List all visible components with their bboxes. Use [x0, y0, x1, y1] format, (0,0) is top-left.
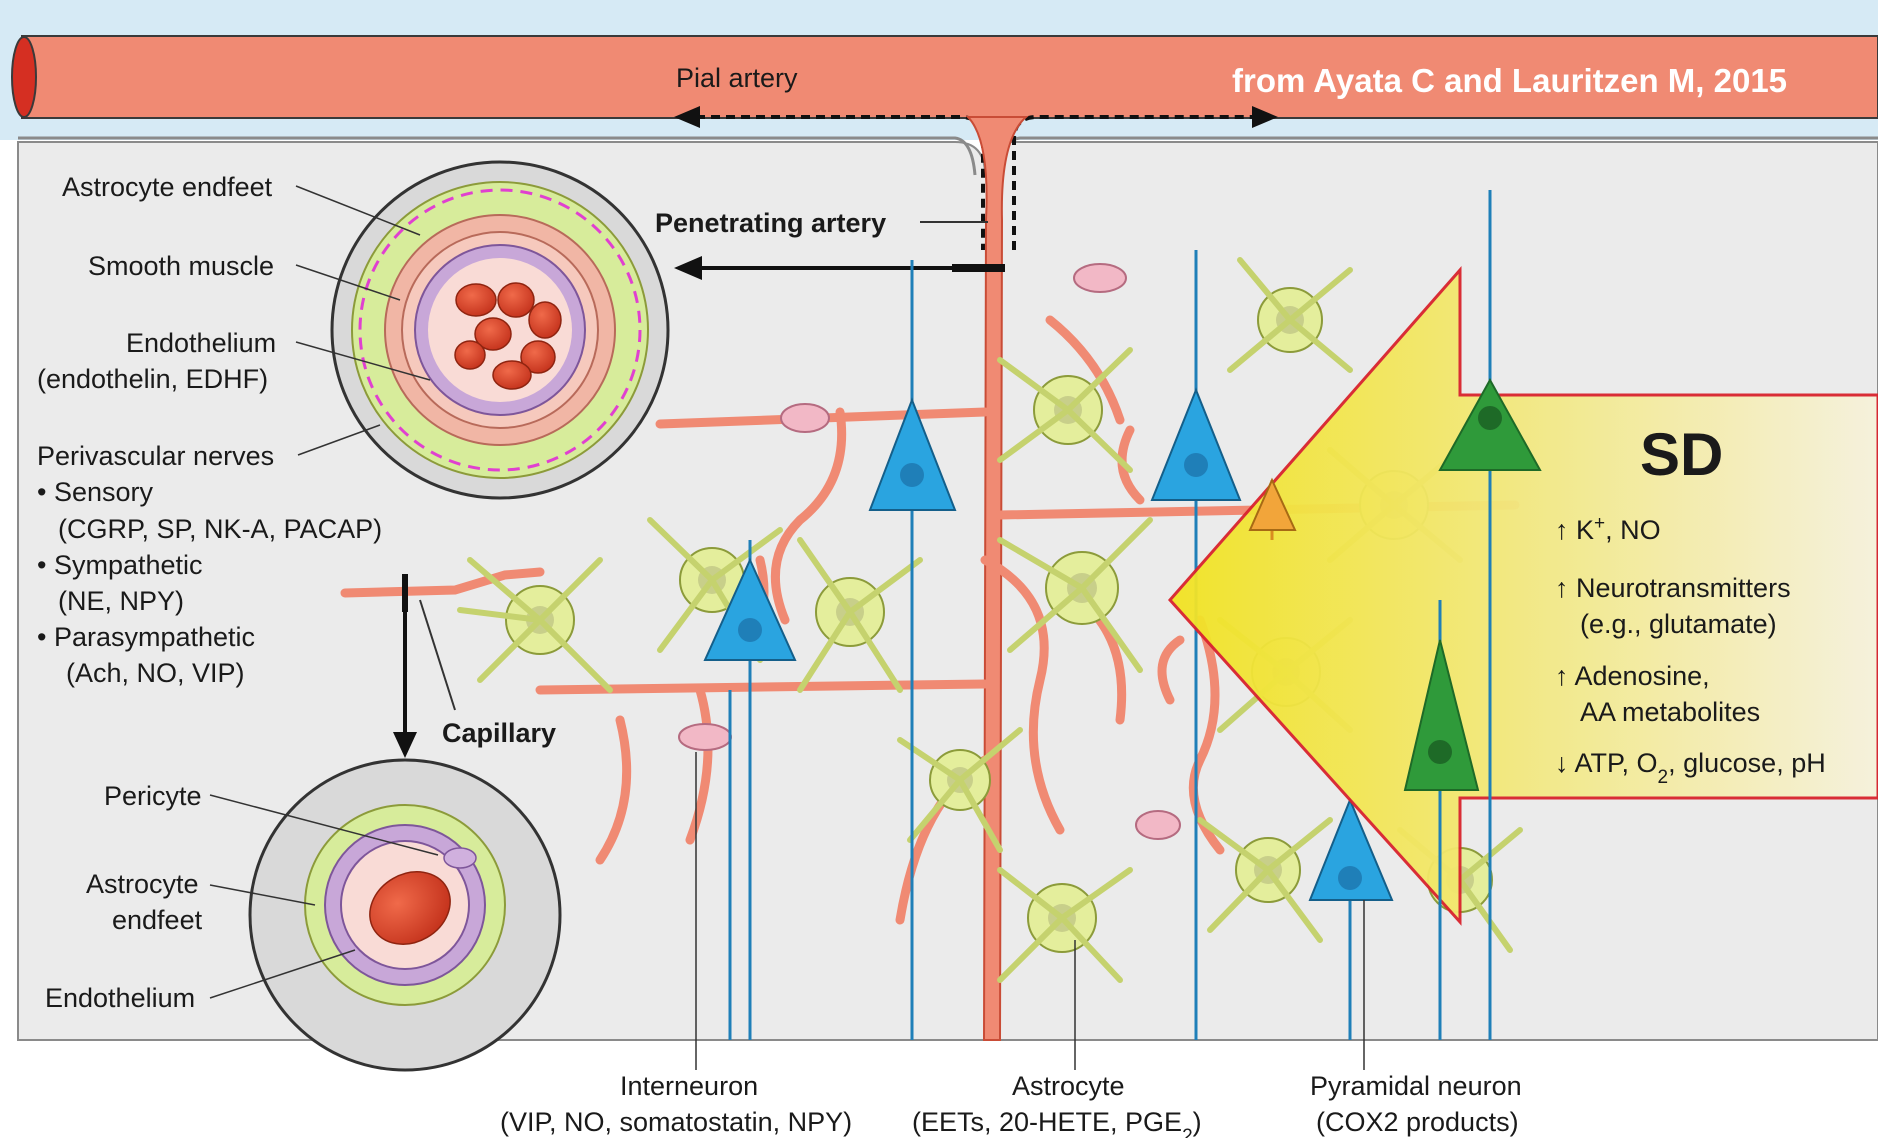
artery-inset: [332, 162, 668, 498]
credit-text: from Ayata C and Lauritzen M, 2015: [1232, 62, 1787, 99]
smooth-muscle-label: Smooth muscle: [88, 251, 274, 281]
sympathetic-sub-label: (NE, NPY): [58, 586, 184, 616]
sd-adenosine: ↑ Adenosine,: [1555, 661, 1710, 691]
endothelium-sub-label: (endothelin, EDHF): [37, 364, 268, 394]
astrocyte-sub-label: (EETs, 20-HETE, PGE2): [912, 1107, 1202, 1138]
sd-k-line: ↑ K+, NO: [1555, 513, 1661, 546]
endothelium-label: Endothelium: [126, 328, 276, 358]
interneuron-sub-label: (VIP, NO, somatostatin, NPY): [500, 1107, 852, 1137]
pericyte-cell: [1136, 811, 1180, 839]
interneuron-label: Interneuron: [620, 1071, 758, 1101]
pericyte-label: Pericyte: [104, 781, 202, 811]
perivascular-nerves-label: Perivascular nerves: [37, 441, 274, 471]
astrocyte-label: Astrocyte: [1012, 1071, 1125, 1101]
sd-neurotransmitters-sub: (e.g., glutamate): [1580, 609, 1777, 639]
sympathetic-label: • Sympathetic: [37, 550, 203, 580]
sensory-sub-label: (CGRP, SP, NK-A, PACAP): [58, 514, 382, 544]
pericyte-cell: [781, 404, 829, 432]
sd-title: SD: [1640, 421, 1723, 488]
pericyte-cell: [1074, 264, 1126, 292]
pial-artery-label: Pial artery: [676, 63, 798, 93]
pericyte-cell: [679, 724, 731, 750]
capillary-endothelium-label: Endothelium: [45, 983, 195, 1013]
pyramidal-sub-label: (COX2 products): [1316, 1107, 1519, 1137]
capillary-endfeet-label: endfeet: [112, 905, 203, 935]
penetrating-artery-label: Penetrating artery: [655, 208, 886, 238]
parasympathetic-sub-label: (Ach, NO, VIP): [66, 658, 245, 688]
sd-neurotransmitters: ↑ Neurotransmitters: [1555, 573, 1791, 603]
pyramidal-label: Pyramidal neuron: [1310, 1071, 1522, 1101]
capillary-label: Capillary: [442, 718, 556, 748]
capillary-inset: [250, 760, 560, 1070]
sd-aa-metabolites: AA metabolites: [1580, 697, 1760, 727]
pericyte-cell-inset: [444, 848, 476, 868]
parasympathetic-label: • Parasympathetic: [37, 622, 255, 652]
astrocyte-endfeet-label: Astrocyte endfeet: [62, 172, 273, 202]
pial-artery-lumen: [12, 37, 36, 117]
capillary-astrocyte-label: Astrocyte: [86, 869, 199, 899]
sensory-label: • Sensory: [37, 477, 154, 507]
